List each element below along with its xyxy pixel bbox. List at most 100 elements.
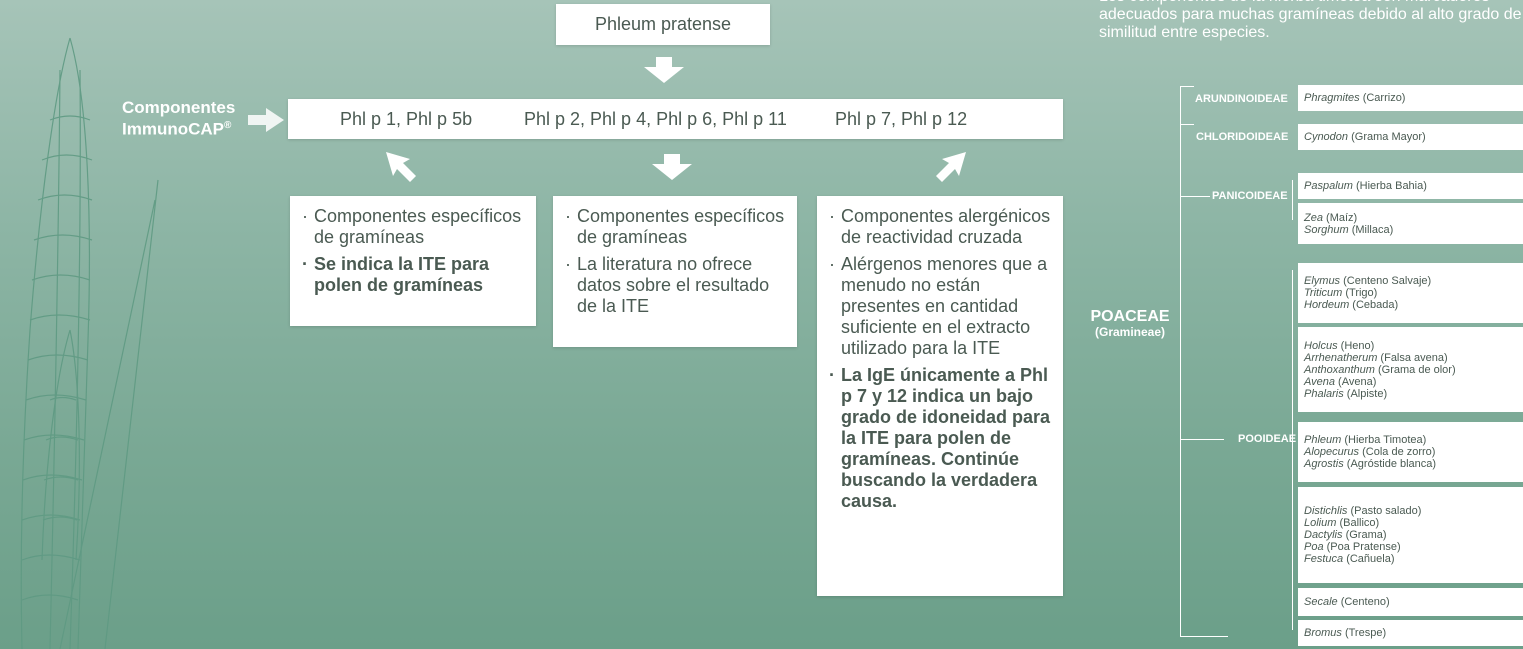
arrow-down-icon <box>652 154 692 180</box>
arrow-down-icon <box>644 57 684 83</box>
info-card-3: Componentes alergénicos de reactividad c… <box>817 196 1063 596</box>
genus-entry: Holcus (Heno) <box>1304 340 1523 352</box>
tree-branch <box>1180 124 1194 125</box>
components-label-line1: Componentes <box>122 98 236 117</box>
common-name: (Cola de zorro) <box>1359 446 1436 458</box>
tree-branch <box>1180 439 1224 440</box>
genus-entry: Anthoxanthum (Grama de olor) <box>1304 364 1523 376</box>
common-name: (Centeno Salvaje) <box>1340 275 1432 287</box>
component-group-1: Phl p 1, Phl p 5b <box>340 109 473 129</box>
components-bar: Phl p 1, Phl p 5b Phl p 2, Phl p 4, Phl … <box>288 99 1063 139</box>
arrow-right-icon <box>248 108 284 132</box>
genus-box: Paspalum (Hierba Bahia) <box>1298 173 1523 199</box>
common-name: (Grama de olor) <box>1374 363 1456 376</box>
common-name: (Maíz) <box>1322 211 1358 224</box>
common-name: (Hierba Bahia) <box>1352 180 1427 192</box>
genus-name: Zea <box>1304 211 1323 224</box>
genus-entry: Elymus (Centeno Salvaje) <box>1304 275 1523 287</box>
genus-entry: Avena (Avena) <box>1304 376 1523 388</box>
genus-entry: Festuca (Cañuela) <box>1304 553 1523 565</box>
common-name: (Centeno) <box>1337 596 1390 608</box>
card-2-item-1: Componentes específicos de gramíneas <box>565 206 785 248</box>
genus-name: Bromus <box>1304 627 1342 639</box>
genus-box: Zea (Maíz)Sorghum (Millaca) <box>1298 203 1523 244</box>
common-name: (Cañuela) <box>1343 553 1395 565</box>
subfamily-panicoideae: PANICOIDEAE <box>1212 190 1288 202</box>
genus-entry: Phleum (Hierba Timotea) <box>1304 434 1523 446</box>
common-name: (Cebada) <box>1349 299 1399 311</box>
intro-text: Los componentes de la hierba timotea son… <box>1099 0 1522 41</box>
genus-box: Bromus (Trespe) <box>1298 620 1523 646</box>
genus-entry: Distichlis (Pasto salado) <box>1304 505 1523 517</box>
family-label: POACEAE (Gramineae) <box>1085 308 1175 339</box>
common-name: (Agróstide blanca) <box>1343 458 1437 470</box>
genus-name: Sorghum <box>1304 223 1349 236</box>
subfamily-chloridoideae: CHLORIDOIDEAE <box>1196 131 1289 143</box>
common-name: (Avena) <box>1335 375 1377 388</box>
common-name: (Grama Mayor) <box>1348 131 1426 143</box>
family-subname: (Gramineae) <box>1094 325 1166 339</box>
genus-entry: Lolium (Ballico) <box>1304 517 1523 529</box>
genus-name: Avena <box>1304 375 1335 388</box>
genus-name: Phleum <box>1304 434 1342 446</box>
genus-name: Distichlis <box>1304 505 1348 517</box>
card-1-item-1: Componentes específicos de gramíneas <box>302 206 524 248</box>
genus-entry: Arrhenatherum (Falsa avena) <box>1304 352 1523 364</box>
tree-branch <box>1180 86 1194 87</box>
genus-entry: Paspalum (Hierba Bahia) <box>1304 180 1523 192</box>
common-name: (Trespe) <box>1341 627 1387 639</box>
genus-entry: Phalaris (Alpiste) <box>1304 388 1523 400</box>
subfamily-arundinoideae: ARUNDINOIDEAE <box>1195 93 1288 105</box>
genus-entry: Agrostis (Agróstide blanca) <box>1304 458 1523 470</box>
card-2-item-2: La literatura no ofrece datos sobre el r… <box>565 254 785 317</box>
common-name: (Trigo) <box>1342 287 1378 299</box>
genus-name: Secale <box>1304 596 1338 608</box>
genus-name: Festuca <box>1304 553 1344 565</box>
tree-connector <box>1292 180 1293 220</box>
genus-box: Cynodon (Grama Mayor) <box>1298 124 1523 150</box>
components-label-line2: ImmunoCAP® <box>122 119 232 139</box>
genus-entry: Alopecurus (Cola de zorro) <box>1304 446 1523 458</box>
tree-trunk <box>1180 86 1181 636</box>
genus-entry: Secale (Centeno) <box>1304 596 1523 608</box>
genus-entry: Hordeum (Cebada) <box>1304 299 1523 311</box>
subfamily-pooideae: POOIDEAE <box>1238 433 1297 445</box>
component-group-3: Phl p 7, Phl p 12 <box>835 109 968 129</box>
genus-name: Holcus <box>1304 339 1338 352</box>
genus-name: Agrostis <box>1304 458 1344 470</box>
common-name: (Heno) <box>1337 339 1375 352</box>
arrow-diagonal-right-icon <box>936 152 966 182</box>
grass-illustration <box>20 37 159 649</box>
common-name: (Poa Pratense) <box>1323 541 1401 553</box>
source-species-label: Phleum pratense <box>594 14 732 34</box>
genus-name: Hordeum <box>1304 299 1350 311</box>
tree-connector <box>1292 270 1293 630</box>
family-name: POACEAE <box>1090 308 1170 325</box>
common-name: (Millaca) <box>1348 223 1394 236</box>
common-name: (Alpiste) <box>1343 387 1388 400</box>
card-3-item-1: Componentes alergénicos de reactividad c… <box>829 206 1051 248</box>
tree-branch <box>1180 196 1210 197</box>
common-name: (Falsa avena) <box>1377 351 1448 364</box>
info-card-2: Componentes específicos de gramíneas La … <box>553 196 797 347</box>
card-3-item-2: Alérgenos menores que a menudo no están … <box>829 254 1051 359</box>
genus-entry: Sorghum (Millaca) <box>1304 224 1523 236</box>
genus-box: Distichlis (Pasto salado)Lolium (Ballico… <box>1298 487 1523 583</box>
genus-name: Elymus <box>1304 275 1341 287</box>
component-group-2: Phl p 2, Phl p 4, Phl p 6, Phl p 11 <box>524 109 787 129</box>
genus-box: Holcus (Heno)Arrhenatherum (Falsa avena)… <box>1298 327 1523 412</box>
genus-name: Arrhenatherum <box>1304 351 1378 364</box>
common-name: (Carrizo) <box>1359 92 1406 104</box>
common-name: (Hierba Timotea) <box>1341 434 1427 446</box>
genus-entry: Cynodon (Grama Mayor) <box>1304 131 1523 143</box>
genus-name: Paspalum <box>1304 180 1353 192</box>
genus-box: Phleum (Hierba Timotea)Alopecurus (Cola … <box>1298 422 1523 482</box>
source-species-box: Phleum pratense <box>556 4 770 45</box>
genus-name: Lolium <box>1304 517 1337 529</box>
genus-name: Phalaris <box>1304 387 1344 400</box>
genus-entry: Triticum (Trigo) <box>1304 287 1523 299</box>
genus-name: Cynodon <box>1304 131 1349 143</box>
common-name: (Ballico) <box>1336 517 1380 529</box>
components-label: Componentes ImmunoCAP® <box>122 99 246 139</box>
card-1-item-2: Se indica la ITE para polen de gramíneas <box>302 254 524 296</box>
